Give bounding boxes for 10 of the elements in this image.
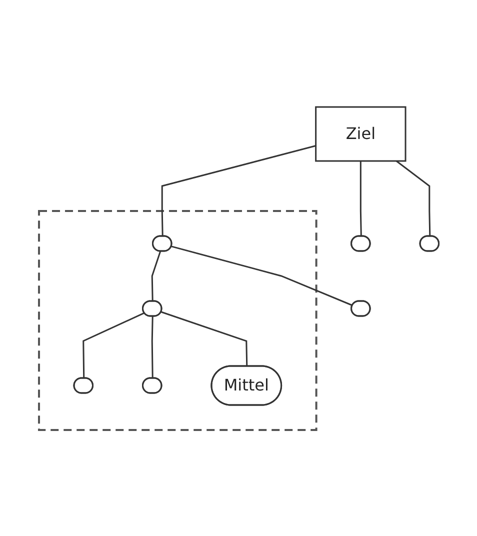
- connector: [360, 160, 362, 236]
- connector: [160, 144, 316, 236]
- node-box: Ziel: [314, 106, 406, 162]
- connector: [150, 250, 161, 301]
- connector: [82, 312, 144, 378]
- connector: [170, 245, 353, 306]
- connector: [396, 160, 430, 236]
- connector: [150, 316, 153, 378]
- connector: [160, 310, 248, 366]
- cluster: [38, 210, 317, 430]
